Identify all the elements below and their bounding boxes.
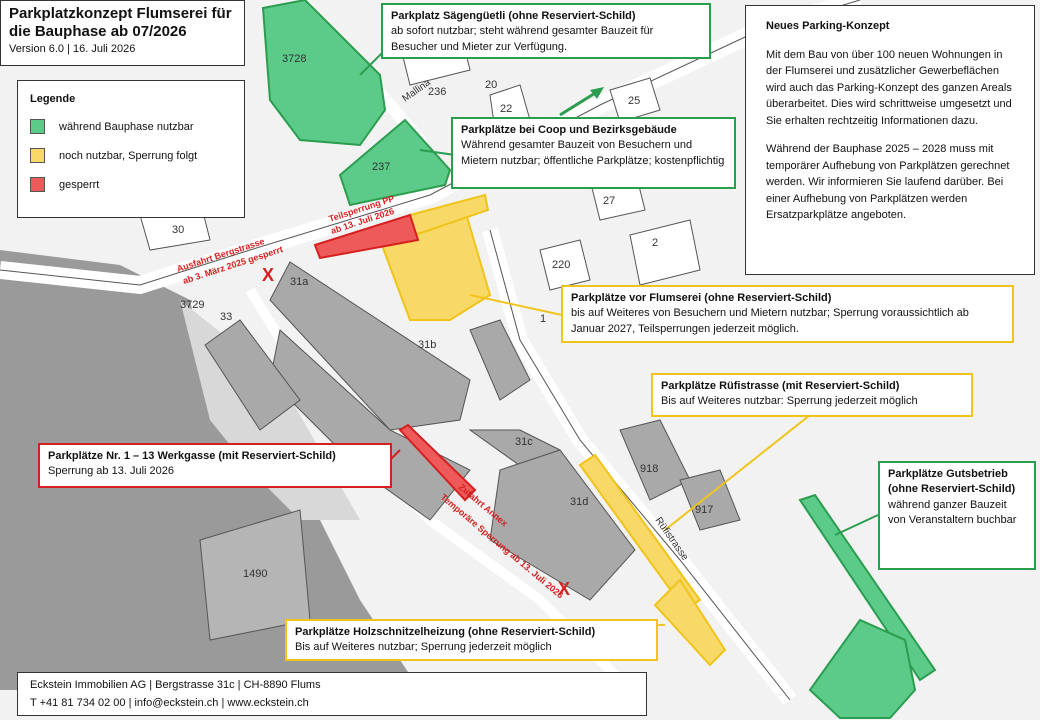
info-panel: Neues Parking-Konzept Mit dem Bau von üb… [745,5,1035,275]
page-title: Parkplatzkonzept Flumserei für die Bauph… [9,5,232,40]
building-label: 31b [418,339,436,351]
legend-label: während Bauphase nutzbar [59,120,194,133]
parking-saegenguetli-zone [261,0,387,147]
legend: Legende während Bauphase nutzbar noch nu… [17,80,245,218]
building-label: 918 [640,463,658,475]
version-label: Version 6.0 | 16. Juli 2026 [9,43,136,55]
building-label: 25 [628,95,640,107]
legend-item-closed: gesperrt [30,177,232,192]
connector-gutsbetrieb [834,514,879,536]
callout-text: während ganzer Bauzeit von Veranstaltern… [888,498,1017,527]
callout-holzschnitzel: Parkplätze Holzschnitzelheizung (ohne Re… [285,619,658,661]
parking-gutsbetrieb-strip [798,493,937,682]
building-label: 220 [552,259,570,271]
parking-ruefistrasse-zone [578,453,702,612]
building-2 [629,219,701,286]
parking-werkgasse-zone [398,423,477,502]
building-label: 31a [290,276,309,288]
parking-gutsbetrieb-zone [808,618,917,719]
connector-saegenguetli [359,49,386,76]
building-label: 2 [652,237,658,249]
building-220 [539,239,591,291]
direction-arrow-head [590,87,604,99]
footer-contact: Eckstein Immobilien AG | Bergstrasse 31c… [17,672,647,716]
callout-gutsbetrieb: Parkplätze Gutsbetrieb (ohne Reserviert-… [878,461,1036,570]
legend-swatch-red [30,177,45,192]
callout-title: Parkplätze Nr. 1 – 13 Werkgasse (mit Res… [48,450,336,462]
footer-contact-line: T +41 81 734 02 00 | info@eckstein.ch | … [30,696,309,709]
callout-saegenguetli: Parkplatz Sägengüetli (ohne Reserviert-S… [381,3,711,59]
building-25 [609,77,661,123]
building-label: 27 [603,195,615,207]
building-31a [269,261,471,431]
legend-item-pending: noch nutzbar, Sperrung folgt [30,148,232,163]
building-label: 237 [372,161,390,173]
connector-coop [419,149,456,156]
building-small [469,319,531,401]
closure-x-mark-zufahrt: X [558,579,570,599]
legend-label: gesperrt [59,178,100,191]
parking-coop-zone [338,118,452,207]
info-paragraph: Während der Bauphase 2025 – 2028 muss mi… [766,143,1010,221]
callout-text: Bis auf Weiteres nutzbar; Sperrung jeder… [295,641,552,654]
footer-address: Eckstein Immobilien AG | Bergstrasse 31c… [30,679,321,691]
callout-text: ab sofort nutzbar; steht während gesamte… [391,25,654,53]
building-label: 917 [695,504,713,516]
callout-ruefistrasse: Parkplätze Rüfistrasse (mit Reserviert-S… [651,373,973,417]
callout-text: Sperrung ab 13. Juli 2026 [48,465,174,478]
parking-holzschnitzel-zone [653,578,727,667]
connector-flumserei [469,294,563,316]
callout-title: Parkplatz Sägengüetli (ohne Reserviert-S… [391,10,636,22]
legend-title: Legende [30,93,76,105]
building-label: 3728 [282,53,306,65]
map-title-block: Parkplatzkonzept Flumserei für die Bauph… [0,0,245,66]
legend-label: noch nutzbar, Sperrung folgt [59,149,198,162]
callout-title: Parkplätze bei Coop und Bezirksgebäude [461,124,677,136]
building-label: 1 [540,313,546,325]
building-label: 33 [220,311,232,323]
building-label: 20 [485,79,497,91]
callout-werkgasse: Parkplätze Nr. 1 – 13 Werkgasse (mit Res… [38,443,392,488]
building-33 [204,319,301,431]
building-label: 1490 [243,568,267,580]
callout-text: Während gesamter Bauzeit von Besuchern u… [461,139,725,167]
info-title: Neues Parking-Konzept [766,20,890,32]
closure-x-mark-ausfahrt: X [262,265,274,285]
building-917 [679,469,741,531]
callout-title: Parkplätze vor Flumserei (ohne Reservier… [571,292,832,304]
legend-swatch-green [30,119,45,134]
callout-text: Bis auf Weiteres nutzbar: Sperrung jeder… [661,395,918,408]
callout-title: Parkplätze Holzschnitzelheizung (ohne Re… [295,626,596,638]
callout-text: bis auf Weiteres von Besuchern und Miete… [571,307,969,335]
connector-ruefistrasse [664,414,811,531]
legend-swatch-yellow [30,148,45,163]
legend-item-usable: während Bauphase nutzbar [30,119,232,134]
building-label: 31d [570,496,588,508]
building-31d [489,449,636,601]
callout-title: Parkplätze Gutsbetrieb (ohne Reserviert-… [888,468,1016,496]
building-label: 31c [515,436,533,448]
parking-teilsperrung-zone [313,213,420,260]
callout-flumserei: Parkplätze vor Flumserei (ohne Reservier… [561,285,1014,343]
building-label: 236 [428,86,446,98]
callout-coop: Parkplätze bei Coop und Bezirksgebäude W… [451,117,736,189]
building-label: 30 [172,224,184,236]
building-label: 22 [500,103,512,115]
callout-title: Parkplätze Rüfistrasse (mit Reserviert-S… [661,380,900,392]
info-paragraph: Mit dem Bau von über 100 neuen Wohnungen… [766,48,1012,127]
building-label: 3729 [180,299,204,311]
